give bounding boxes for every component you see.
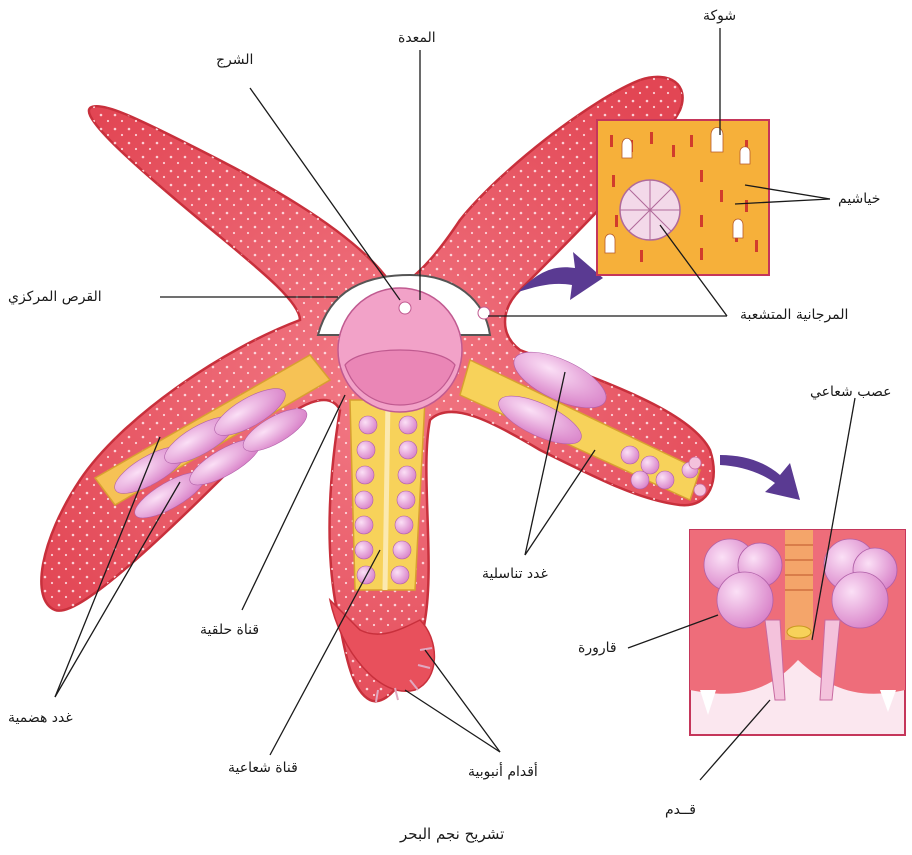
label-ampulla: قارورة bbox=[578, 640, 617, 656]
skin-inset bbox=[597, 120, 769, 275]
label-tube-feet: أقدام أنبوبية bbox=[468, 764, 538, 780]
diagram-title: تشريح نجم البحر bbox=[400, 826, 504, 842]
foot-inset bbox=[690, 530, 905, 735]
label-stomach: المعدة bbox=[398, 30, 436, 46]
madreporite-plate bbox=[478, 307, 490, 319]
label-gonads: غدد تناسلية bbox=[482, 566, 548, 582]
label-central-disc: القرص المركزي bbox=[8, 289, 102, 305]
label-foot: قــدم bbox=[665, 802, 696, 818]
label-digestive-glands: غدد هضمية bbox=[8, 710, 73, 726]
arrow-to-nerve-inset bbox=[720, 455, 800, 500]
label-gills: خياشيم bbox=[838, 191, 880, 207]
label-ring-canal: قناة حلقية bbox=[200, 622, 259, 638]
label-radial-nerve: عصب شعاعي bbox=[810, 384, 891, 400]
label-spine: شوكة bbox=[703, 8, 736, 24]
label-radial-canal: قناة شعاعية bbox=[228, 760, 298, 776]
label-madreporite: المرجانية المتشعبة bbox=[740, 307, 848, 323]
label-anus: الشرج bbox=[216, 52, 253, 68]
